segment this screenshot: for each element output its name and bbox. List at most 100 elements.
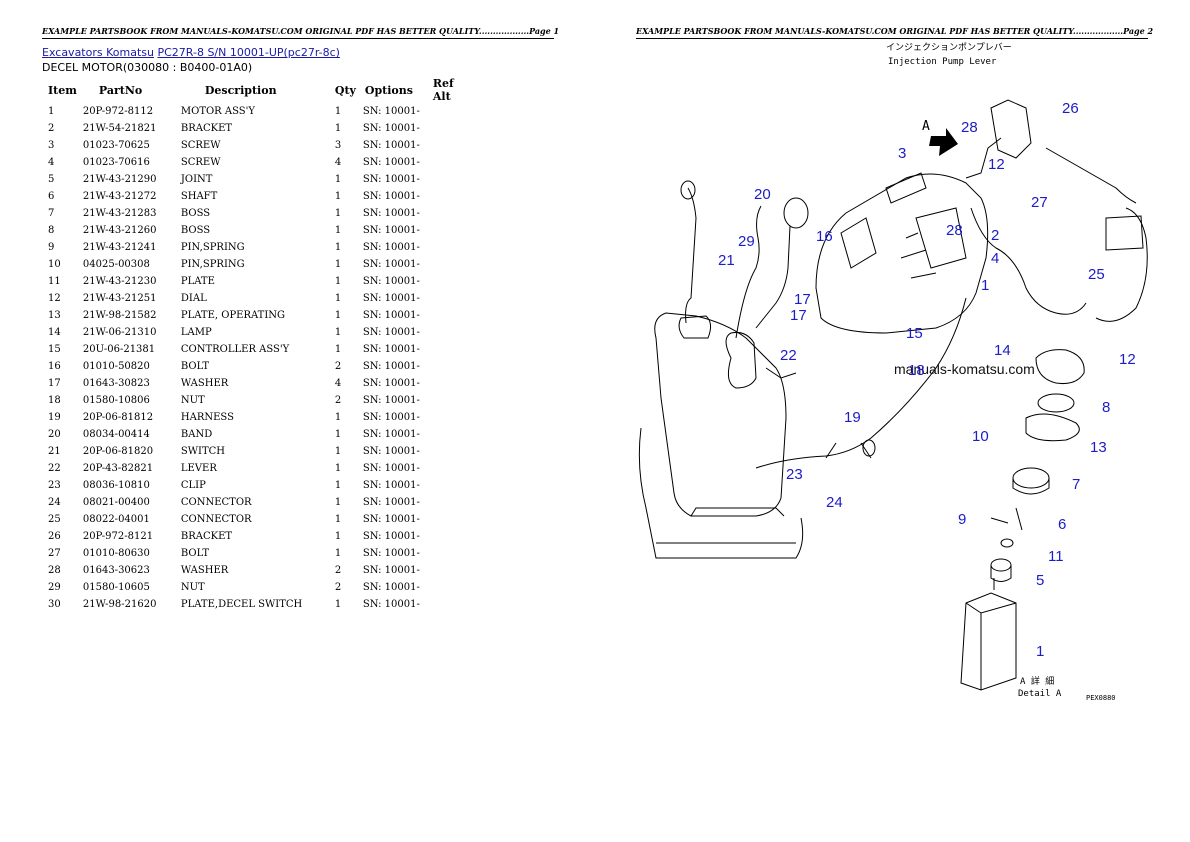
partno-cell: 01580-10605: [82, 582, 150, 593]
console-housing: [654, 312, 787, 517]
qty-cell: 4: [334, 157, 342, 168]
description-cell: WASHER: [180, 378, 229, 389]
refalt-cell: [429, 579, 477, 596]
qty-cell: 1: [334, 429, 342, 440]
breadcrumb-link-model[interactable]: PC27R-8 S/N 10001-UP(pc27r-8c): [157, 46, 340, 59]
refalt-cell: [429, 477, 477, 494]
col-header-refalt: Ref Alt: [432, 77, 454, 103]
bracket-26: [1105, 215, 1144, 251]
partno-cell: 21W-98-21620: [82, 599, 157, 610]
options-cell: SN: 10001-: [362, 276, 420, 287]
refalt-cell: [429, 154, 477, 171]
options-cell: SN: 10001-: [362, 310, 420, 321]
options-cell: SN: 10001-: [362, 106, 420, 117]
callout-label: 17: [794, 291, 811, 308]
description-cell: DIAL: [180, 293, 207, 304]
description-cell: CONNECTOR: [180, 514, 252, 525]
page-header-left: EXAMPLE PARTSBOOK FROM MANUALS-KOMATSU.C…: [42, 26, 559, 39]
item-cell: 29: [48, 582, 61, 593]
description-cell: BRACKET: [180, 123, 233, 134]
qty-cell: 4: [334, 378, 342, 389]
item-cell: 6: [48, 191, 55, 202]
options-cell: SN: 10001-: [362, 599, 420, 610]
refalt-cell: [429, 290, 477, 307]
description-cell: PLATE, OPERATING: [180, 310, 286, 321]
item-cell: 28: [48, 565, 61, 576]
shaft-6: [1015, 507, 1023, 531]
callout-label: 12: [1119, 351, 1136, 368]
boss-8: [1037, 393, 1075, 413]
partno-cell: 01010-50820: [82, 361, 150, 372]
refalt-cell: [429, 392, 477, 409]
qty-cell: 1: [334, 208, 342, 219]
refalt-cell: [429, 307, 477, 324]
item-cell: 9: [48, 242, 55, 253]
item-cell: 13: [48, 310, 61, 321]
options-cell: SN: 10001-: [362, 514, 420, 525]
drawing-number: PEX0880: [1086, 694, 1116, 702]
item-cell: 8: [48, 225, 55, 236]
qty-cell: 1: [334, 548, 342, 559]
item-cell: 21: [48, 446, 61, 457]
joystick-lever-left: [685, 187, 697, 324]
item-cell: 27: [48, 548, 61, 559]
refalt-cell: [429, 511, 477, 528]
partno-cell: 21W-54-21821: [82, 123, 157, 134]
callout-label: 15: [906, 325, 923, 342]
injection-pump-label: Injection Pump Lever: [888, 57, 997, 67]
options-cell: SN: 10001-: [362, 242, 420, 253]
refalt-cell: [429, 460, 477, 477]
joint-5: [990, 558, 1012, 572]
description-cell: BAND: [180, 429, 213, 440]
refalt-cell: [429, 103, 477, 120]
refalt-cell: [429, 358, 477, 375]
description-cell: MOTOR ASS'Y: [180, 106, 255, 117]
callout-label: 22: [780, 347, 797, 364]
refalt-cell: [429, 222, 477, 239]
partno-cell: 21W-43-21290: [82, 174, 157, 185]
item-cell: 20: [48, 429, 61, 440]
description-cell: SHAFT: [180, 191, 218, 202]
item-cell: 26: [48, 531, 61, 542]
item-cell: 5: [48, 174, 55, 185]
partno-cell: 21W-43-21230: [82, 276, 157, 287]
refalt-cell: [429, 528, 477, 545]
table-header-row: Item PartNo Description Qty Options Ref …: [44, 77, 477, 103]
partno-cell: 01023-70625: [82, 140, 150, 151]
item-cell: 11: [48, 276, 61, 287]
partno-cell: 08022-04001: [82, 514, 150, 525]
refalt-cell: [429, 409, 477, 426]
callout-label: 14: [994, 342, 1011, 359]
partno-cell: 01643-30623: [82, 565, 150, 576]
breadcrumb-link-category[interactable]: Excavators Komatsu: [42, 46, 154, 59]
callout-label: 11: [1048, 548, 1064, 565]
item-cell: 16: [48, 361, 61, 372]
partno-cell: 21W-43-21272: [82, 191, 157, 202]
options-cell: SN: 10001-: [362, 446, 420, 457]
detail-jp-label: A 詳 細: [1020, 675, 1054, 687]
refalt-cell: [429, 426, 477, 443]
description-cell: CONTROLLER ASS'Y: [180, 344, 290, 355]
item-cell: 1: [48, 106, 55, 117]
options-cell: SN: 10001-: [362, 361, 420, 372]
plate-13: [1025, 413, 1080, 442]
qty-cell: 1: [334, 310, 342, 321]
qty-cell: 1: [334, 293, 342, 304]
refalt-cell: [429, 188, 477, 205]
item-cell: 12: [48, 293, 61, 304]
qty-cell: 2: [334, 582, 342, 593]
col-header-partno: PartNo: [98, 83, 143, 97]
view-letter: A: [922, 119, 930, 134]
description-cell: CLIP: [180, 480, 206, 491]
description-cell: BOSS: [180, 208, 211, 219]
refalt-cell: [429, 205, 477, 222]
partno-cell: 20P-972-8121: [82, 531, 154, 542]
